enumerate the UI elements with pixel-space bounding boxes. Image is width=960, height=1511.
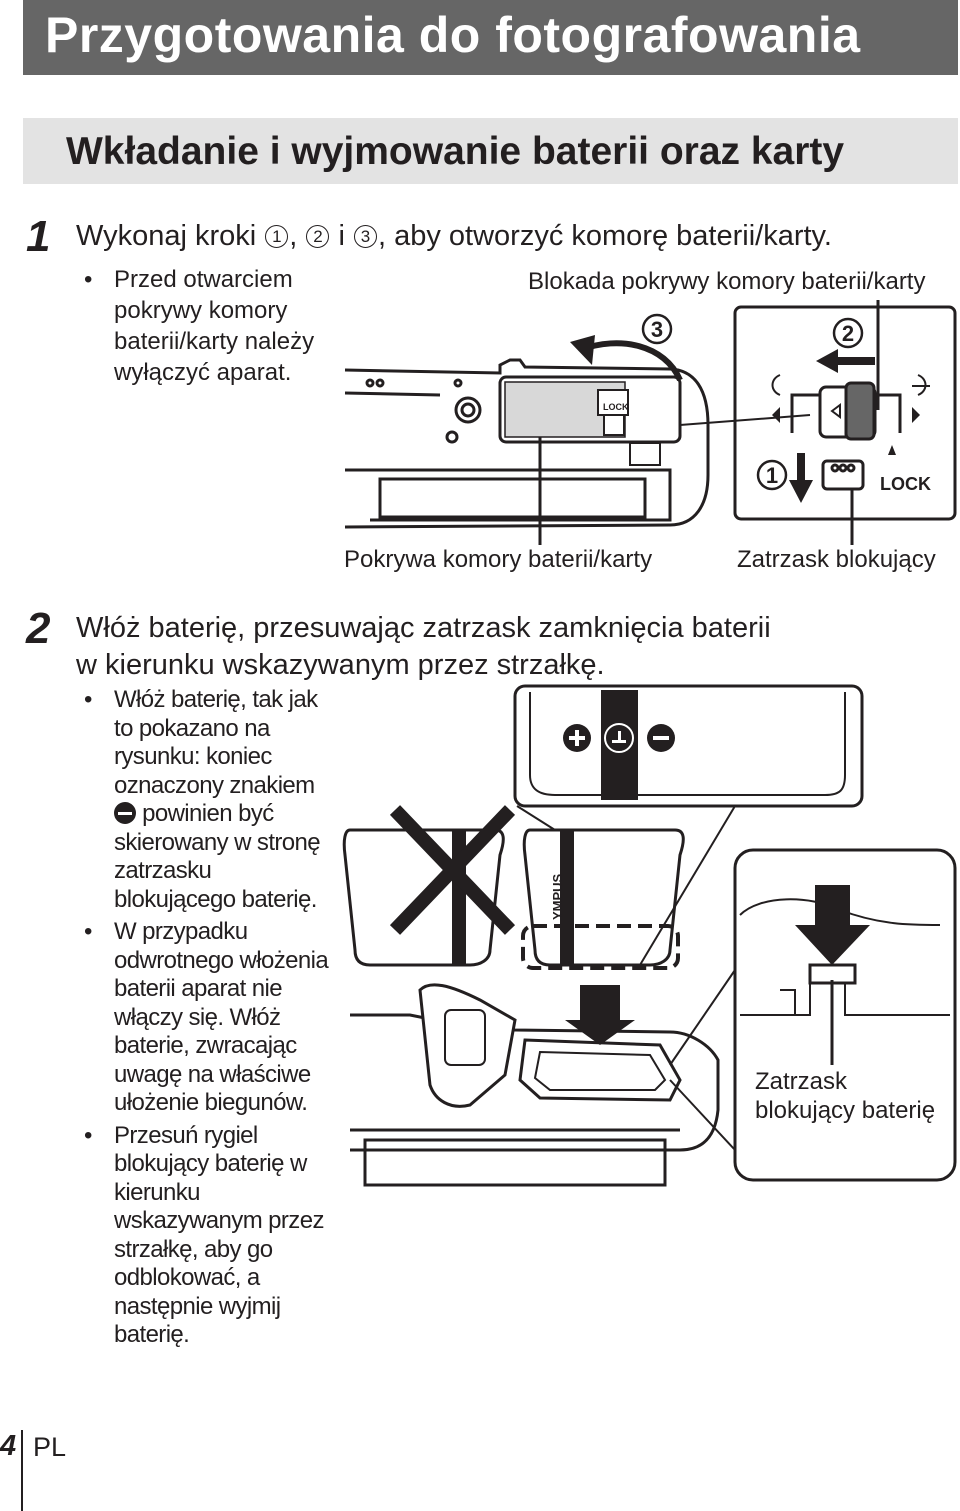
step1-sep2: i xyxy=(338,220,345,252)
battery-insertion-illustration: YMPUS xyxy=(342,684,957,1187)
figure-marker-3: 3 xyxy=(651,317,663,342)
figure-marker-1: 1 xyxy=(766,463,778,488)
step2-line2: w kierunku wskazywanym przez strzałkę. xyxy=(76,649,605,681)
step-number-2: 2 xyxy=(26,604,51,653)
step2-bullet-1-text-a: Włóż baterię, tak jak to pokazano na rys… xyxy=(114,686,318,799)
step-number-1: 1 xyxy=(26,212,51,261)
step1-text-after: , aby otworzyć komorę baterii/karty. xyxy=(378,220,832,252)
page-number: 4 xyxy=(0,1430,17,1462)
step1-bullet: Przed otwarciem pokrywy komory baterii/k… xyxy=(76,264,326,388)
label-battery-latch-2: blokujący baterię xyxy=(755,1097,936,1124)
step2-bullet-2: W przypadku odwrotnego włożenia baterii … xyxy=(76,918,334,1118)
page-title: Przygotowania do fotografowania xyxy=(45,7,861,63)
title-bar xyxy=(23,0,958,75)
label-lock-latch: Zatrzask blokujący xyxy=(737,546,936,573)
step-marker-2: 2 xyxy=(306,225,330,248)
step2-bullets: Włóż baterię, tak jak to pokazano na rys… xyxy=(76,686,334,1350)
step1-bullets: Przed otwarciem pokrywy komory baterii/k… xyxy=(76,264,326,388)
label-battery-latch-1: Zatrzask xyxy=(755,1068,848,1095)
step1-text-before: Wykonaj kroki xyxy=(76,220,257,252)
language-code: PL xyxy=(33,1432,67,1462)
svg-text:LOCK: LOCK xyxy=(603,402,629,412)
step-marker-1: 1 xyxy=(265,225,289,248)
step2-bullet-1-text-b: powinien być skierowany w stronę zatrzas… xyxy=(114,800,321,913)
step-marker-3: 3 xyxy=(354,225,377,248)
lock-label: LOCK xyxy=(880,474,931,494)
step1-instruction: Wykonaj kroki 1, 2 i 3, aby otworzyć kom… xyxy=(76,217,832,255)
label-battery-cover: Pokrywa komory baterii/karty xyxy=(344,546,653,573)
figure-marker-2: 2 xyxy=(842,321,854,346)
minus-terminal-icon xyxy=(114,802,136,824)
section-bar xyxy=(23,118,958,184)
marker-2-circle: 2 xyxy=(832,317,864,349)
section-title: Wkładanie i wyjmowanie baterii oraz kart… xyxy=(66,130,845,173)
marker-1-circle: 1 xyxy=(756,459,788,491)
step2-bullet-1: Włóż baterię, tak jak to pokazano na rys… xyxy=(76,686,334,914)
camera-bottom-illustration: LOCK 3 2 1 LOCK xyxy=(344,300,957,545)
marker-3-circle: 3 xyxy=(641,313,673,345)
label-cover-lock: Blokada pokrywy komory baterii/karty xyxy=(528,268,926,295)
battery-brand-text: YMPUS xyxy=(550,873,565,920)
step2-line1: Włóż baterię, przesuwając zatrzask zamkn… xyxy=(76,612,771,644)
step2-bullet-3: Przesuń rygiel blokujący baterię w kieru… xyxy=(76,1122,334,1350)
step1-sep1: , xyxy=(289,220,298,252)
footer-rule xyxy=(21,1430,23,1511)
